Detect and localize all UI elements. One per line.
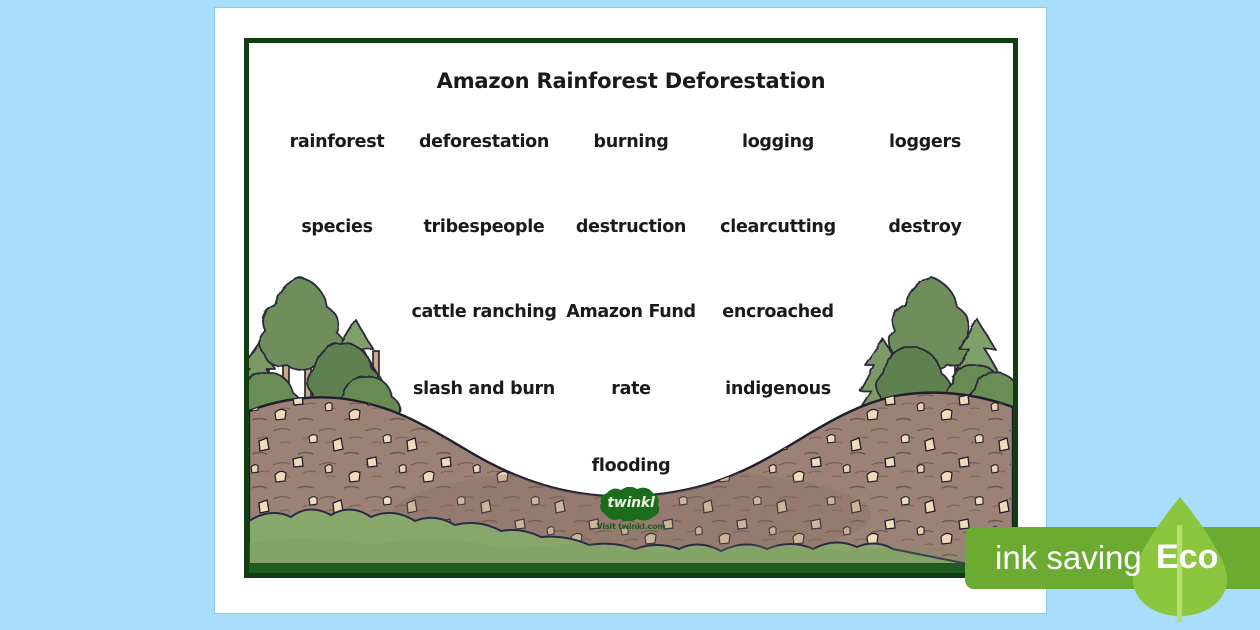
word-item[interactable]: slash and burn — [413, 379, 555, 399]
word-cell: Amazon Fund — [558, 302, 705, 322]
word-cell: destruction — [558, 217, 705, 237]
word-item[interactable]: tribespeople — [423, 217, 545, 237]
twinkl-blob-shape: twinkl — [595, 487, 667, 521]
word-row-3: cattle ranching Amazon Fund encroached — [249, 302, 1013, 322]
page-title: Amazon Rainforest Deforestation — [436, 69, 826, 93]
word-grid: rainforest deforestation burning logging… — [249, 43, 1013, 573]
word-cell: logging — [705, 132, 852, 152]
word-item[interactable]: logging — [742, 132, 814, 152]
word-item[interactable]: indigenous — [725, 379, 831, 399]
word-item[interactable]: deforestation — [418, 132, 550, 152]
word-cell: rainforest — [264, 132, 411, 152]
word-item[interactable]: species — [301, 217, 373, 237]
eco-label: Eco — [1156, 538, 1219, 576]
word-cell: slash and burn — [411, 379, 558, 399]
word-item[interactable]: flooding — [591, 456, 671, 476]
leaf-icon — [1131, 495, 1229, 622]
word-item[interactable]: cattle ranching — [411, 302, 557, 322]
word-item[interactable]: clearcutting — [720, 217, 836, 237]
word-row-2: species tribespeople destruction clearcu… — [249, 217, 1013, 237]
word-item[interactable]: rate — [611, 379, 651, 399]
word-row-4: slash and burn rate indigenous — [249, 379, 1013, 399]
word-cell: clearcutting — [705, 217, 852, 237]
word-item[interactable]: rainforest — [289, 132, 385, 152]
word-cell: flooding — [558, 456, 705, 476]
word-mat-poster: twinkl Visit twinkl.com Amazon Rainfores… — [244, 38, 1018, 578]
word-item[interactable]: destroy — [888, 217, 962, 237]
word-item[interactable]: burning — [593, 132, 669, 152]
word-row-5: flooding — [249, 456, 1013, 476]
word-cell: tribespeople — [411, 217, 558, 237]
word-cell: rate — [558, 379, 705, 399]
word-cell: deforestation — [411, 132, 558, 152]
word-item[interactable]: encroached — [722, 302, 834, 322]
twinkl-logo: twinkl Visit twinkl.com — [571, 487, 691, 531]
ink-saving-label: ink saving — [995, 539, 1142, 576]
twinkl-url-text: Visit twinkl.com — [596, 522, 666, 531]
word-cell: destroy — [852, 217, 999, 237]
word-cell: species — [264, 217, 411, 237]
word-cell: cattle ranching — [411, 302, 558, 322]
word-cell: encroached — [705, 302, 852, 322]
ink-saving-eco-badge: ink saving Eco — [965, 497, 1260, 622]
word-cell: burning — [558, 132, 705, 152]
twinkl-wordmark: twinkl — [607, 495, 655, 511]
word-item[interactable]: loggers — [889, 132, 961, 152]
word-item[interactable]: destruction — [575, 217, 687, 237]
poster-content-area: twinkl Visit twinkl.com Amazon Rainfores… — [249, 43, 1013, 573]
word-item[interactable]: Amazon Fund — [566, 302, 696, 322]
word-cell: indigenous — [705, 379, 852, 399]
word-row-1: rainforest deforestation burning logging… — [249, 132, 1013, 152]
grass-fringe — [249, 508, 1013, 573]
word-cell: loggers — [852, 132, 999, 152]
